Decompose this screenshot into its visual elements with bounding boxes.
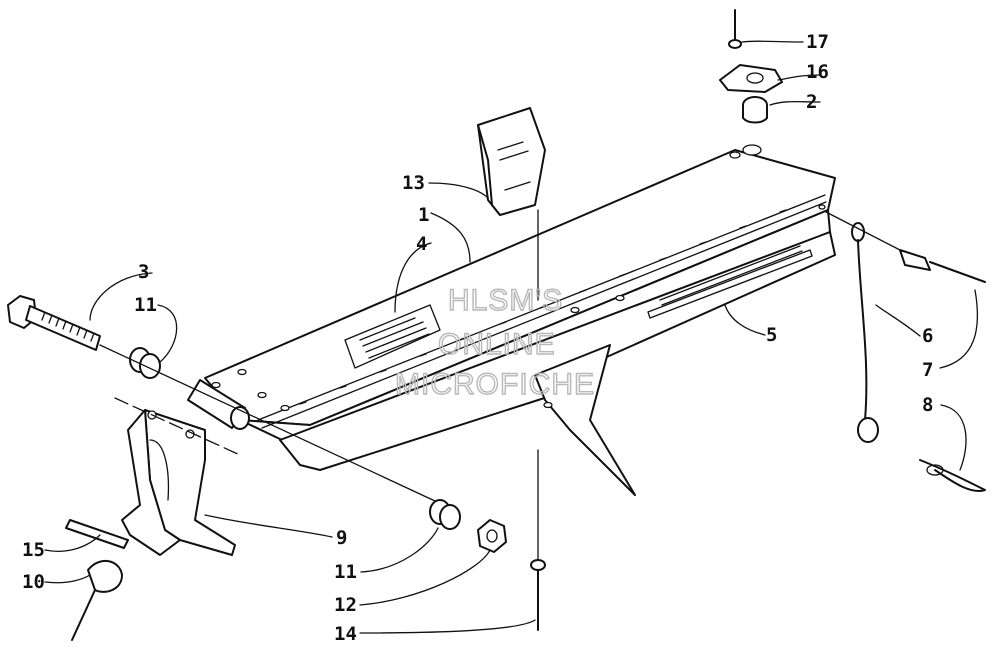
callout-1: 1 (418, 204, 429, 226)
callout-14: 14 (334, 623, 357, 645)
grommet (742, 96, 768, 124)
callout-8: 8 (922, 394, 933, 416)
watermark-line-3: MICROFICHE (395, 368, 595, 401)
callout-9: 9 (336, 527, 347, 549)
knob (71, 560, 123, 641)
callout-11-lower: 11 (334, 561, 357, 583)
callout-17: 17 (806, 31, 829, 53)
clip (477, 107, 546, 216)
callout-12: 12 (334, 594, 357, 616)
callout-4: 4 (416, 233, 427, 255)
watermark: HLSM'S ONLINE MICROFICHE (394, 283, 595, 401)
spacer-left (129, 347, 161, 379)
stand-bracket (121, 409, 236, 556)
callout-5: 5 (766, 324, 777, 346)
callout-2: 2 (806, 91, 817, 113)
callout-6: 6 (922, 325, 933, 347)
callout-labels: 1 2 3 4 5 6 7 8 9 10 11 11 12 13 14 15 1… (22, 31, 933, 645)
callout-15: 15 (22, 539, 45, 561)
callout-10: 10 (22, 571, 45, 593)
watermark-line-2: ONLINE (438, 328, 556, 361)
strap (65, 519, 129, 549)
hairpin-clip (919, 459, 986, 492)
lock-pin (825, 211, 986, 283)
callout-13: 13 (402, 172, 425, 194)
spacer-right (429, 499, 461, 530)
callout-11-upper: 11 (134, 294, 157, 316)
callout-7: 7 (922, 359, 933, 381)
bolt (7, 295, 101, 351)
nut (477, 519, 507, 553)
watermark-line-1: HLSM'S (448, 284, 563, 317)
leader-lines (44, 40, 978, 634)
rivet-bottom (530, 449, 546, 631)
callout-16: 16 (806, 61, 829, 83)
mount-plate (719, 64, 783, 93)
tether-cable (851, 222, 879, 443)
rivet-top (728, 9, 742, 49)
callout-3: 3 (138, 261, 149, 283)
deck-plate (204, 144, 836, 496)
